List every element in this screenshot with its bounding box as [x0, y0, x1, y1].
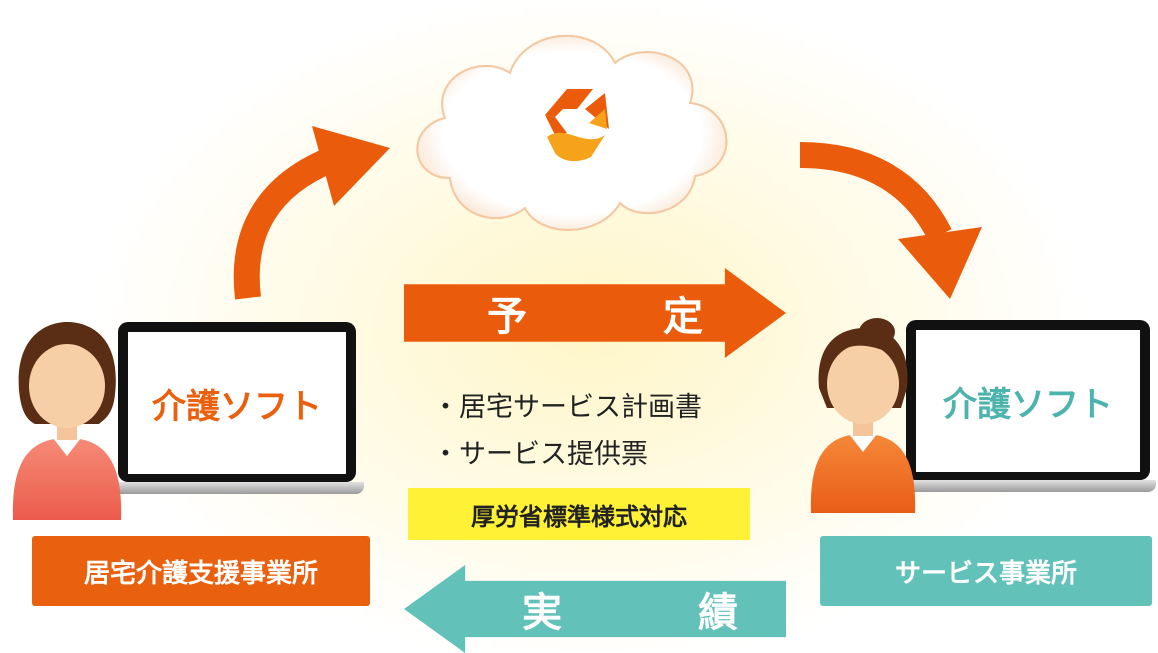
- person-right-icon: [810, 318, 916, 513]
- laptop-left-base: [110, 482, 364, 494]
- laptop-right-base: [898, 480, 1156, 492]
- result-flow-arrow: 実 績: [404, 565, 786, 653]
- upload-curved-arrow-icon: [233, 126, 390, 300]
- document-item-care-plan: ・居宅サービス計画書: [432, 392, 702, 423]
- app-logo-icon: [545, 89, 609, 162]
- service-office-label: サービス事業所: [820, 536, 1152, 606]
- plan-label: 予 定: [487, 294, 751, 340]
- standard-format-badge: 厚労省標準様式対応: [408, 488, 750, 540]
- left-software-label: 介護ソフト: [128, 332, 346, 474]
- document-item-service-ticket: ・サービス提供票: [432, 439, 648, 470]
- download-curved-arrow-icon: [799, 142, 982, 299]
- person-left-icon: [12, 322, 122, 520]
- result-label: 実 績: [522, 590, 786, 636]
- care-management-office-label: 居宅介護支援事業所: [32, 536, 370, 606]
- right-software-label: 介護ソフト: [916, 330, 1140, 472]
- cloud-icon: [416, 34, 728, 231]
- plan-flow-arrow: 予 定: [404, 268, 786, 358]
